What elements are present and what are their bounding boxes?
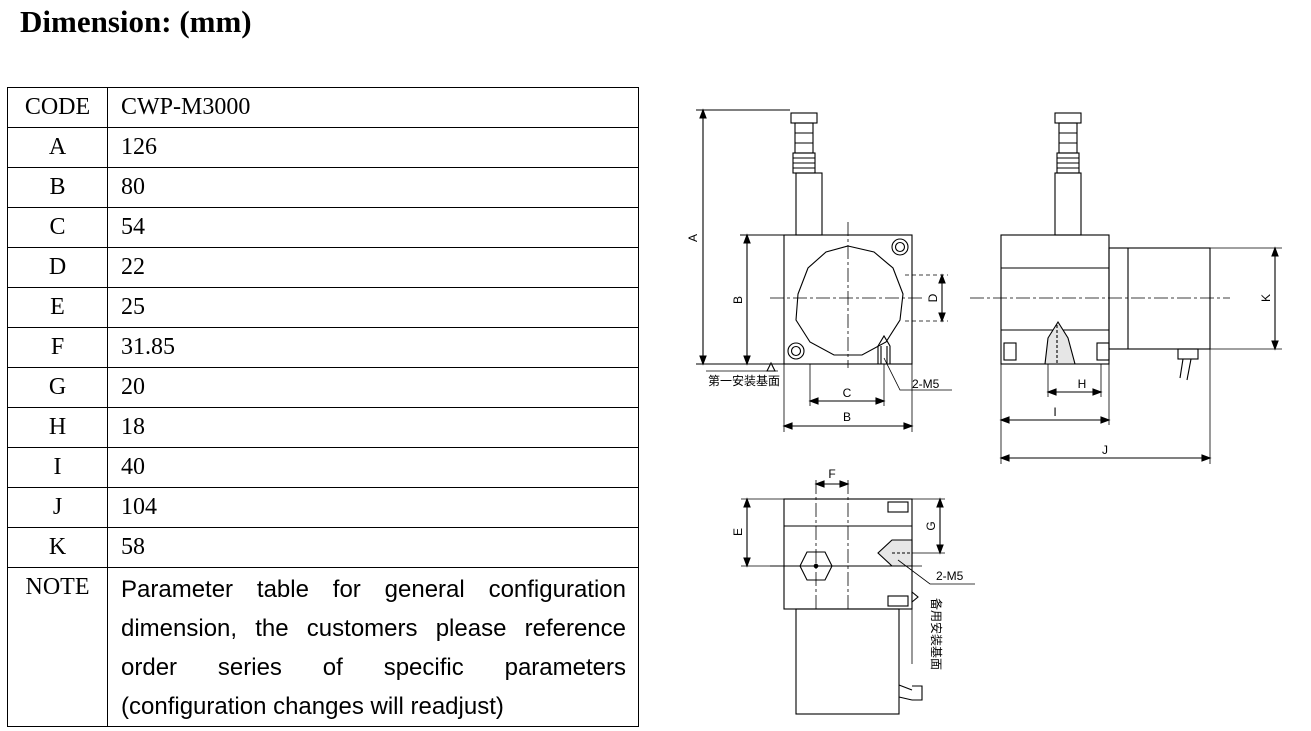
row-value: 25 xyxy=(107,287,639,328)
thread-label-bottom: 2-M5 xyxy=(936,569,964,583)
dim-label-e: E xyxy=(731,528,745,536)
dim-label-b-vertical: B xyxy=(731,296,745,304)
row-value: 31.85 xyxy=(107,327,639,368)
row-value: 22 xyxy=(107,247,639,288)
row-value: 54 xyxy=(107,207,639,248)
row-code: I xyxy=(7,447,108,488)
row-code: A xyxy=(7,127,108,168)
row-code: D xyxy=(7,247,108,288)
dim-label-g: G xyxy=(924,521,938,530)
row-value: 18 xyxy=(107,407,639,448)
dim-label-h: H xyxy=(1078,377,1087,391)
code-header: CODE xyxy=(7,87,108,128)
dim-label-b-horizontal: B xyxy=(843,410,851,424)
front-view xyxy=(696,108,952,432)
row-code: E xyxy=(7,287,108,328)
dim-label-d: D xyxy=(926,293,940,302)
row-code: F xyxy=(7,327,108,368)
row-code: K xyxy=(7,527,108,568)
row-code: G xyxy=(7,367,108,408)
note-code: NOTE xyxy=(7,567,108,727)
row-value: 58 xyxy=(107,527,639,568)
dim-label-a: A xyxy=(686,234,700,242)
thread-label-front: 2-M5 xyxy=(912,377,940,391)
dim-label-k: K xyxy=(1259,294,1273,302)
spare-base-label: 备用安装基面 xyxy=(929,598,944,670)
note-row: NOTE Parameter table for general configu… xyxy=(7,567,639,727)
note-text: Parameter table for general configuratio… xyxy=(121,576,626,720)
page-title: Dimension: (mm) xyxy=(20,4,252,39)
dim-label-f: F xyxy=(828,467,835,481)
dim-label-c: C xyxy=(843,386,852,400)
row-code: B xyxy=(7,167,108,208)
bottom-view xyxy=(741,480,975,715)
dim-label-i: I xyxy=(1053,405,1056,419)
side-view xyxy=(970,112,1282,464)
row-code: J xyxy=(7,487,108,528)
mount-base-label: 第一安装基面 xyxy=(708,373,780,388)
row-value: 40 xyxy=(107,447,639,488)
note-cell: Parameter table for general configuratio… xyxy=(107,567,639,727)
dim-label-j: J xyxy=(1102,443,1108,457)
